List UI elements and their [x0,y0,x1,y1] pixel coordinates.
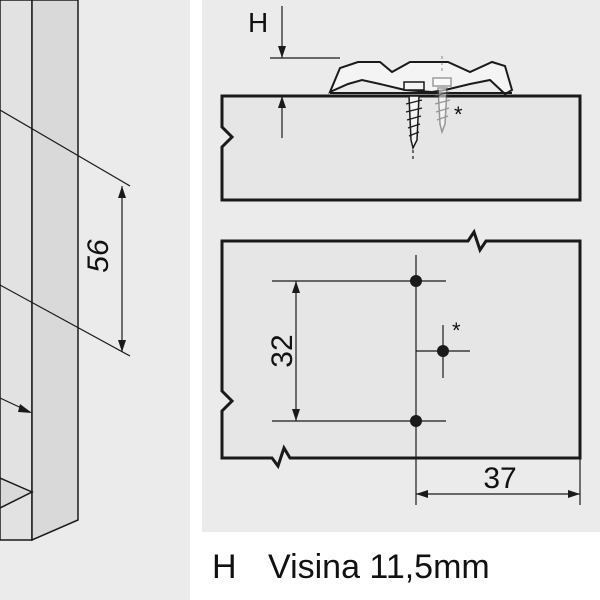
h-arrow-bottom [278,96,286,108]
arrow-37-right [568,490,580,498]
cabinet-wall-edge [31,0,79,542]
arrow-56-bottom [118,340,126,352]
dimension-label-56: 56 [82,239,115,273]
drill-hole-alternate [437,345,449,357]
dimension-label-32: 32 [266,334,299,367]
leader-arrow [18,404,32,413]
drill-hole-lower [410,415,422,427]
arrow-56-top [118,186,126,198]
left-panel-perspective: 56 [0,0,190,600]
height-caption: H Visina 11,5mm [212,548,490,587]
section-view: * H [220,6,582,202]
plan-view: * 32 37 [220,228,582,505]
board-section [220,94,582,202]
asterisk-section-view: * [454,102,463,127]
cabinet-base-edge [0,477,34,509]
screw-alternate [432,56,452,135]
h-arrow-top [278,46,286,58]
drill-hole-upper [410,275,422,287]
board-plan [220,228,582,470]
caption-text: Visina 11,5mm [268,548,490,586]
asterisk-plan-view: * [452,318,461,343]
mounting-plate-profile [328,60,514,96]
right-panel-technical: * H * 32 [202,0,600,532]
h-marker-label: H [248,7,268,38]
extension-line-lower [0,284,131,357]
arrow-32-bottom [292,409,300,421]
arrow-37-left [416,490,428,498]
cabinet-wall-face [0,0,33,541]
arrow-32-top [292,281,300,293]
extension-line-upper [0,109,131,187]
screw-main [403,81,425,162]
dimension-label-37: 37 [483,462,516,495]
caption-key: H [212,548,237,586]
